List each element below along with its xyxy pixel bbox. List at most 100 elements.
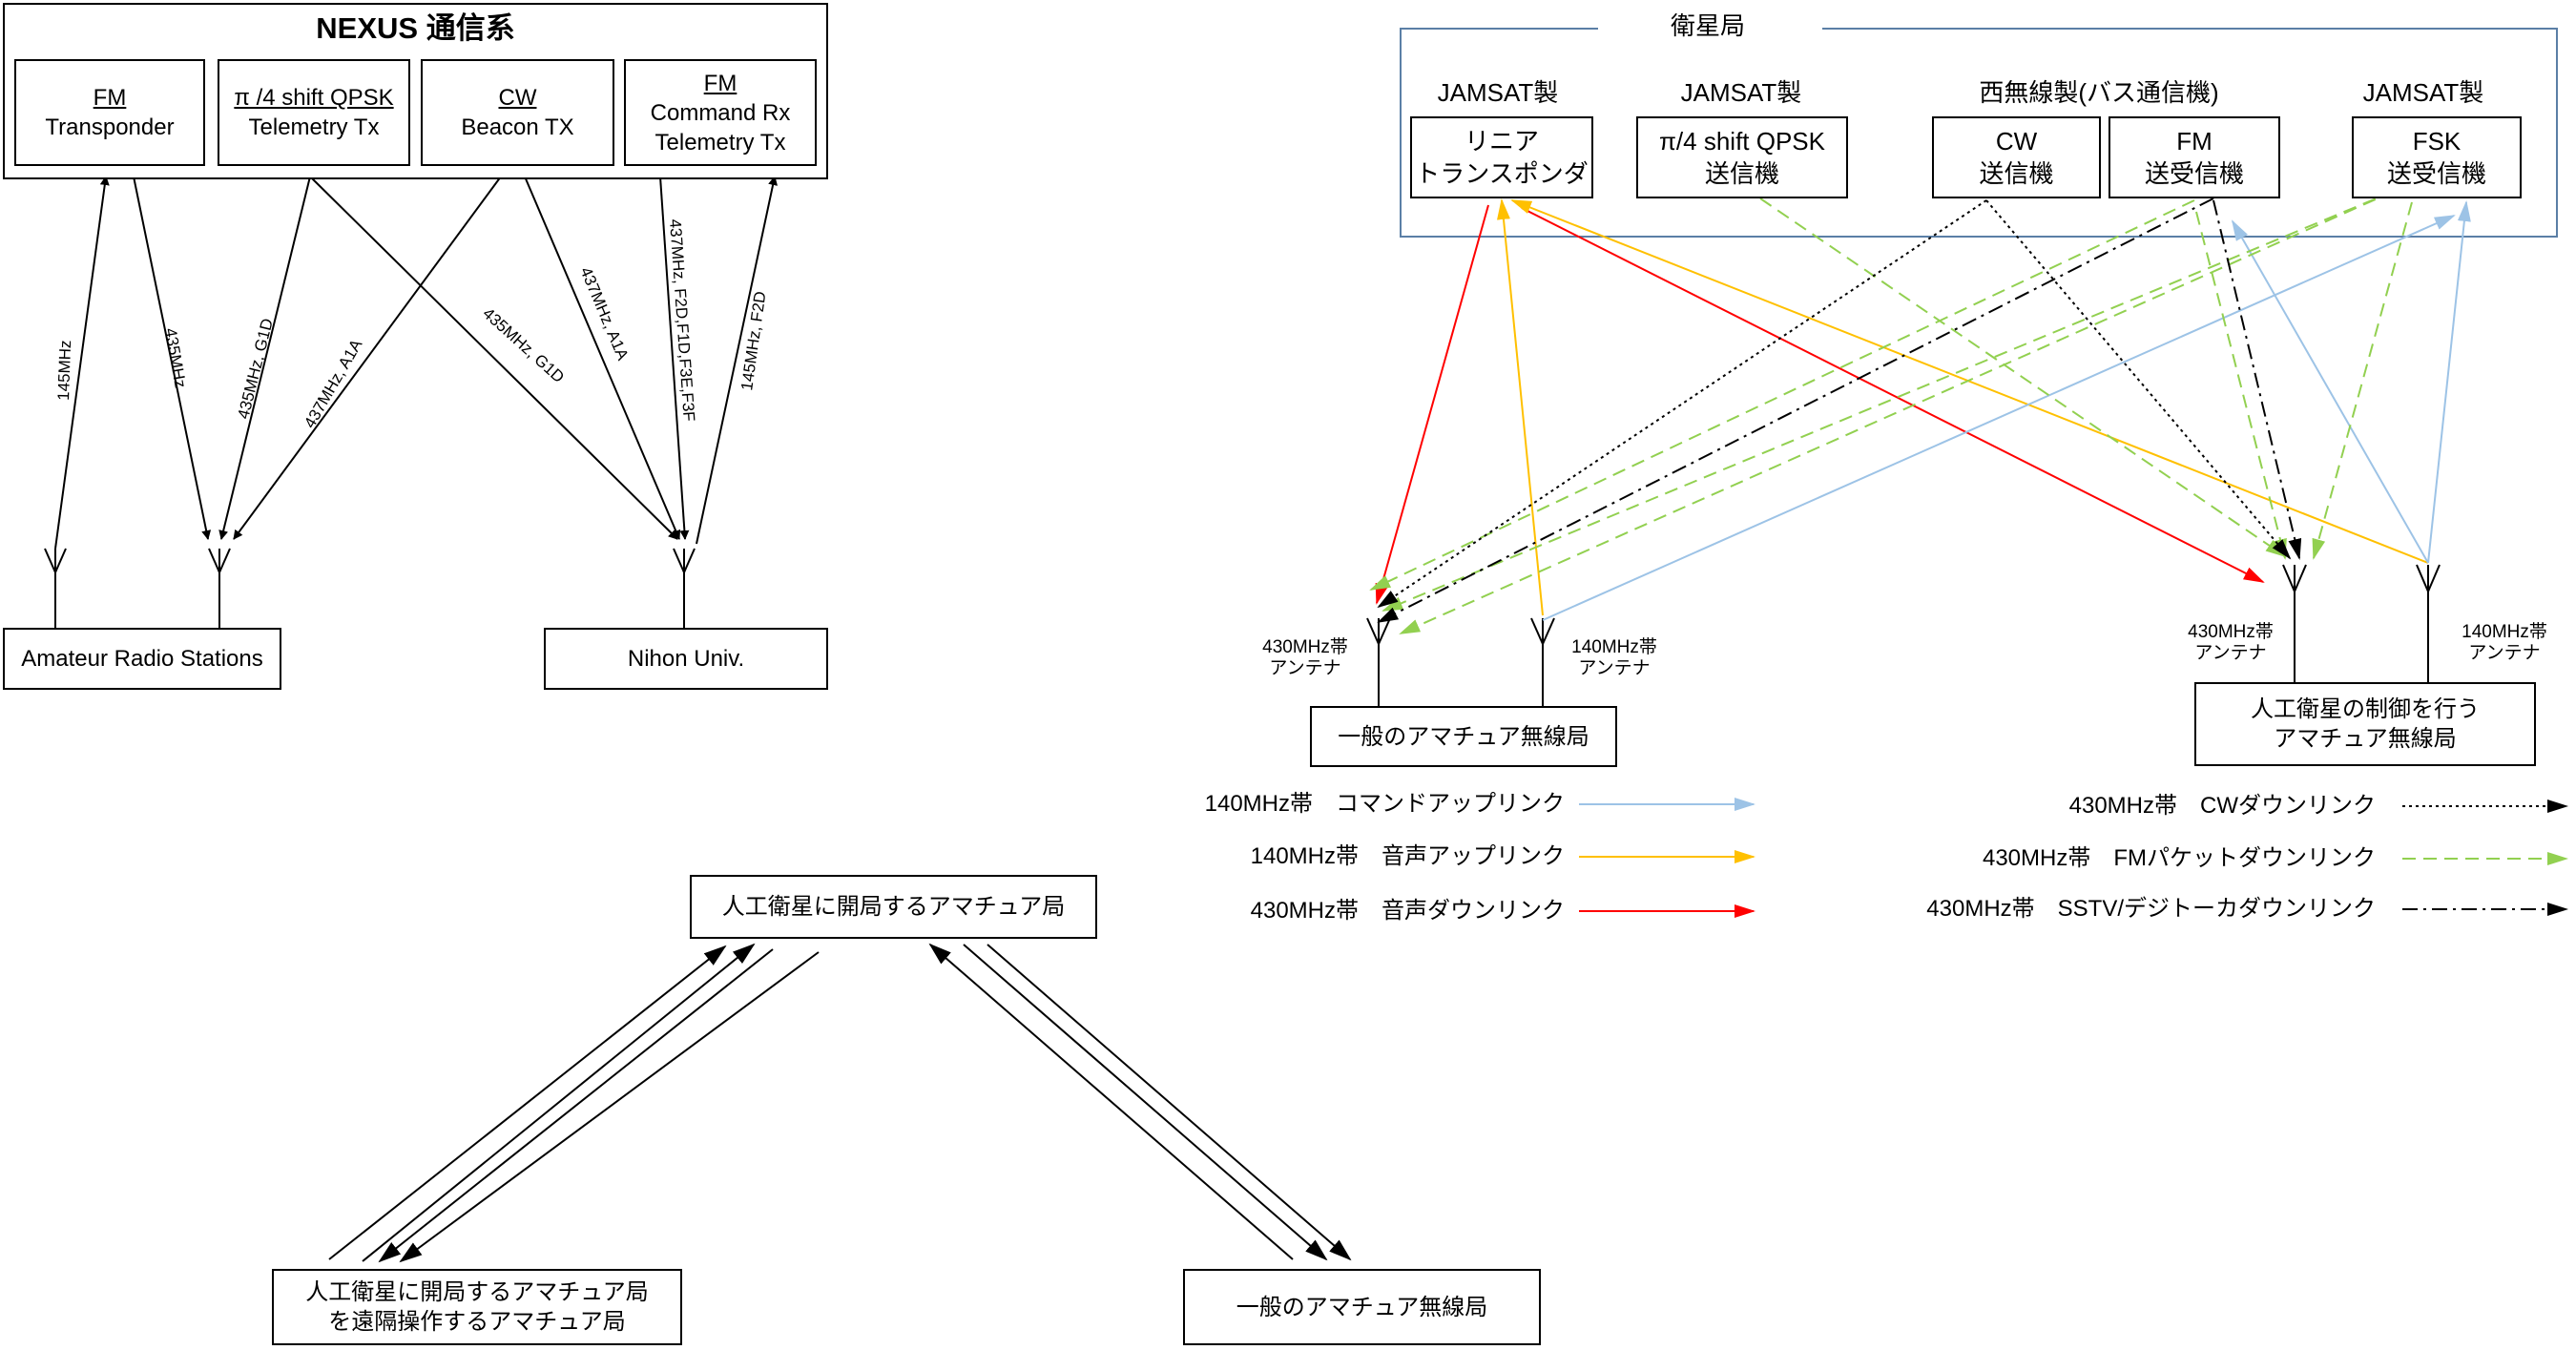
- link-fm-down: [659, 176, 690, 540]
- link-green-1: [1759, 197, 2287, 558]
- antenna-word: アンテナ: [1269, 658, 1341, 678]
- link-red-2: [1521, 207, 2265, 583]
- ground-label: 一般のアマチュア無線局: [1338, 723, 1589, 750]
- device-cw-transmitter: CW 送信機: [1932, 116, 2101, 198]
- ground-line2: アマチュア無線局: [2274, 726, 2457, 752]
- satellite-outer-box: [1400, 28, 2558, 238]
- nexus-module-cw-beacon: CW Beacon TX: [421, 59, 614, 166]
- station-label: 一般のアマチュア無線局: [1236, 1294, 1488, 1320]
- legend-label-sstv-downlink: 430MHz帯 SSTV/デジトーカダウンリンク: [1926, 896, 2376, 922]
- link-green-2: [1369, 199, 2195, 591]
- antenna-label-430-right: 430MHz帯 アンテナ: [2164, 622, 2297, 664]
- device-line2: 送信機: [1704, 159, 1779, 188]
- antenna-word: アンテナ: [2194, 643, 2267, 663]
- link-label-4: 435MHz, G1D: [479, 304, 568, 386]
- antenna-label-140-right: 140MHz帯 アンテナ: [2438, 622, 2571, 664]
- module-name-2: Telemetry Tx: [654, 129, 786, 156]
- station-remote-operator: 人工衛星に開局するアマチュア局 を遠隔操作するアマチュア局: [272, 1269, 682, 1345]
- device-line1: FSK: [2412, 127, 2462, 156]
- link-cw-1: [1377, 199, 1987, 609]
- link-label-2: 435MHz, G1D: [234, 317, 276, 421]
- station-arrows: [328, 943, 1352, 1263]
- antenna-word: アンテナ: [1578, 658, 1651, 678]
- device-line1: リニア: [1464, 127, 1539, 156]
- ground-line1: 人工衛星の制御を行う: [2251, 696, 2480, 722]
- link-sstv-2: [2212, 199, 2302, 560]
- nexus-module-qpsk: π /4 shift QPSK Telemetry Tx: [218, 59, 410, 166]
- antenna-label-140-left: 140MHz帯 アンテナ: [1548, 637, 1681, 679]
- nexus-title: NEXUS 通信系: [316, 11, 515, 45]
- antenna-label-430-left: 430MHz帯 アンテナ: [1238, 637, 1372, 679]
- legend-label-voice-downlink: 430MHz帯 音声ダウンリンク: [1250, 898, 1565, 924]
- device-qpsk-transmitter: π/4 shift QPSK 送信機: [1636, 116, 1848, 198]
- device-line1: CW: [1995, 127, 2038, 156]
- module-mode: CW: [498, 85, 537, 111]
- ground-general-amateur: 一般のアマチュア無線局: [1310, 706, 1617, 767]
- device-line1: FM: [2176, 127, 2212, 156]
- ground-nihon-univ: Nihon Univ.: [544, 628, 828, 690]
- link-yellow-2: [1510, 199, 2429, 564]
- ground-label: Nihon Univ.: [627, 646, 745, 672]
- link-cw-2: [1985, 199, 2292, 560]
- device-line2: 送受信機: [2386, 159, 2486, 188]
- device-fm-transceiver: FM 送受信機: [2109, 116, 2280, 198]
- arrow-down-1: [378, 948, 774, 1263]
- ground-control-station: 人工衛星の制御を行う アマチュア無線局: [2194, 682, 2536, 766]
- antenna-word: アンテナ: [2468, 643, 2541, 663]
- module-name: Beacon TX: [461, 114, 574, 140]
- arrow-down-2: [399, 951, 820, 1263]
- arrow-general-down-1: [963, 944, 1328, 1261]
- satellite-title: 衛星局: [1670, 11, 1745, 40]
- ground-label: Amateur Radio Stations: [21, 646, 263, 672]
- link-blue-3: [2232, 219, 2429, 564]
- link-red-1: [1375, 204, 1489, 605]
- link-blue-2: [2427, 200, 2471, 564]
- nexus-module-fm-command: FM Command Rx Telemetry Tx: [624, 59, 817, 166]
- link-label-3: 437MHz, A1A: [301, 336, 366, 431]
- station-label: 人工衛星に開局するアマチュア局: [721, 894, 1066, 920]
- ground-amateur-stations: Amateur Radio Stations: [3, 628, 281, 690]
- link-yellow-1: [1497, 198, 1544, 616]
- antenna-band: 140MHz帯: [2462, 622, 2547, 642]
- arrow-remote-up-1: [328, 945, 727, 1260]
- device-line2: 送信機: [1979, 159, 2054, 188]
- device-fsk-transceiver: FSK 送受信機: [2352, 116, 2522, 198]
- antenna-band: 430MHz帯: [1262, 637, 1348, 657]
- link-qpsk-to-nihon: [309, 176, 678, 540]
- antenna-band: 430MHz帯: [2188, 622, 2274, 642]
- device-linear-transponder: リニア トランスポンダ: [1410, 116, 1593, 198]
- device-line1: π/4 shift QPSK: [1658, 127, 1825, 156]
- nexus-antennas: [44, 548, 696, 628]
- station-general-amateur: 一般のアマチュア無線局: [1183, 1269, 1541, 1345]
- arrow-remote-up-2: [362, 943, 756, 1262]
- group-label-jamsat-3: JAMSAT製: [2362, 78, 2484, 107]
- link-435mhz-down: [133, 176, 212, 540]
- link-green-3: [2195, 211, 2287, 560]
- module-mode: π /4 shift QPSK: [234, 85, 394, 111]
- satellite-links: [1369, 190, 2471, 634]
- link-cw-to-amateur: [233, 176, 502, 540]
- link-label-5: 437MHz, A1A: [576, 264, 632, 363]
- legend-label-command-uplink: 140MHz帯 コマンドアップリンク: [1204, 791, 1565, 817]
- link-sstv-1: [1377, 197, 2214, 623]
- link-label-1: 435MHz: [161, 326, 190, 389]
- device-line2: トランスポンダ: [1415, 159, 1589, 188]
- module-name: Command Rx: [650, 99, 791, 126]
- module-name: Telemetry Tx: [248, 114, 380, 140]
- link-label-7: 145MHz, F2D: [737, 290, 769, 391]
- link-qpsk-to-amateur: [218, 176, 311, 540]
- link-blue-1: [1542, 215, 2456, 621]
- group-label-nishimusen: 西無線製(バス通信機): [1979, 78, 2219, 107]
- legend-label-cw-downlink: 430MHz帯 CWダウンリンク: [2068, 793, 2376, 819]
- legend-label-voice-uplink: 140MHz帯 音声アップリンク: [1250, 843, 1565, 869]
- module-mode: FM: [703, 70, 737, 96]
- station-line2: を遠隔操作するアマチュア局: [328, 1309, 626, 1335]
- device-line2: 送受信機: [2144, 159, 2244, 188]
- link-145mhz-up: [54, 176, 110, 550]
- link-green-4: [1381, 190, 2396, 612]
- group-label-jamsat-1: JAMSAT製: [1437, 78, 1559, 107]
- legend-lines: [1579, 798, 2568, 918]
- station-line1: 人工衛星に開局するアマチュア局: [305, 1279, 649, 1305]
- nexus-links: [54, 176, 779, 550]
